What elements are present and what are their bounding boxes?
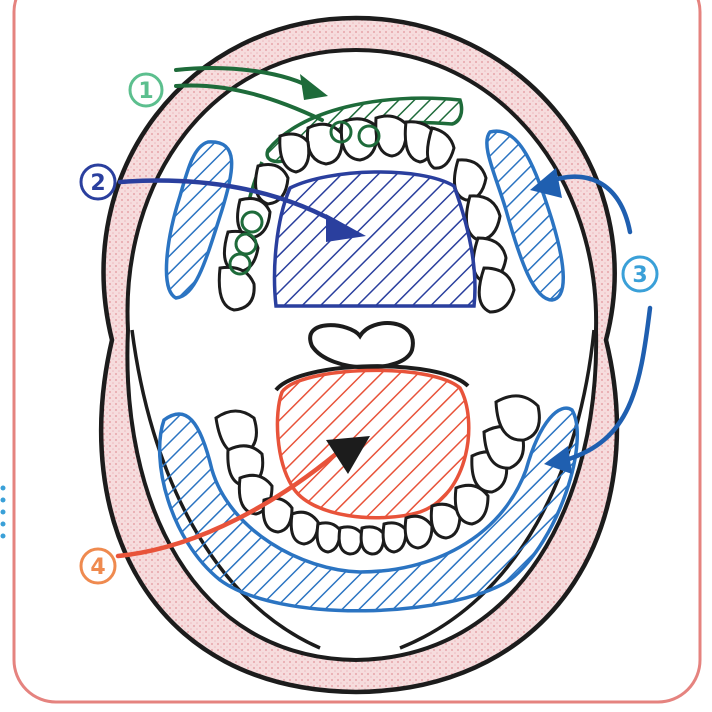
callout-4-label: 4	[90, 555, 105, 580]
callout-4-badge: 4	[81, 549, 115, 583]
tooth	[291, 512, 318, 544]
callout-3-label: 3	[632, 263, 647, 288]
tooth	[307, 124, 342, 164]
tooth	[405, 516, 432, 548]
hard-palate-region	[275, 172, 475, 306]
tooth	[339, 527, 362, 554]
callout-1-badge: 1	[130, 74, 162, 106]
tooth	[317, 523, 340, 552]
tooth	[361, 527, 384, 554]
callout-2-badge: 2	[81, 165, 115, 199]
edge-dots	[1, 486, 6, 539]
tooth	[383, 523, 406, 552]
callout-3-badge: 3	[623, 257, 657, 291]
callout-2-label: 2	[90, 171, 105, 196]
tongue-region	[277, 370, 468, 517]
callout-1-label: 1	[138, 79, 153, 104]
